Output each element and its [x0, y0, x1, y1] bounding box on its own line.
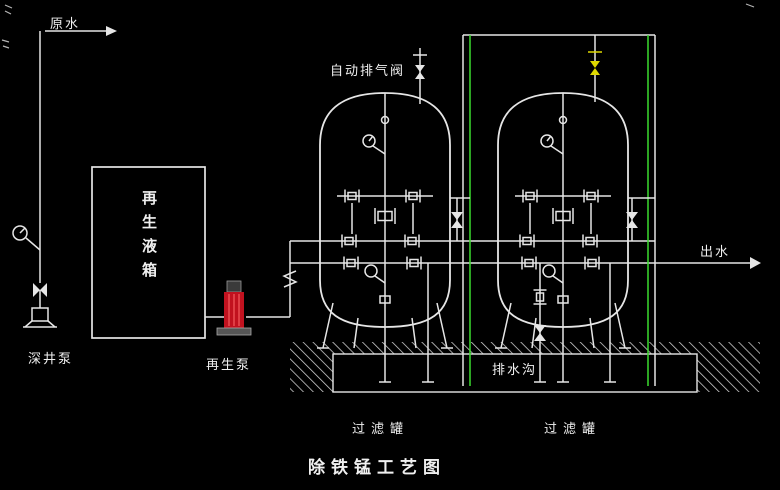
regen-pump-piping: [205, 241, 298, 318]
regen-tank-label: 再生液箱: [140, 190, 157, 286]
filter-tank-1-outline: [319, 92, 451, 328]
drain-trench: [332, 353, 698, 393]
watermark-artifact: [1, 3, 755, 49]
outlet-arrowhead: [750, 257, 761, 269]
filter-tank-1-legs: [317, 302, 453, 349]
filter-tank-2-legs: [495, 302, 631, 349]
flex-connector-symbol: [282, 270, 298, 288]
filter-tank-2-internals: [515, 93, 611, 327]
filter-tank-1-internals: [337, 93, 433, 327]
tank1-top-gauge: [362, 134, 376, 148]
outlet-label: 出水: [700, 244, 731, 259]
filter-tank-1-label: 过滤罐: [352, 421, 410, 436]
green-riser-pipes: [469, 35, 649, 386]
filter-tank-2-label: 过滤罐: [544, 421, 602, 436]
deep-well-pump-label: 深井泵: [28, 351, 74, 366]
regen-tank-outline: [91, 166, 206, 339]
drain-pipes: [379, 263, 616, 383]
inter-tank-valve-2: [626, 197, 655, 241]
regen-pump-symbol: [216, 280, 252, 336]
auto-exhaust-valve-label: 自动排气阀: [330, 63, 406, 78]
inter-tank-valve-1: [450, 197, 470, 241]
pressure-gauge-left: [12, 225, 41, 251]
overhead-pipe: [462, 34, 656, 386]
regen-pump-label: 再生泵: [206, 357, 252, 372]
tank1-bottom-gauge: [364, 264, 378, 278]
filter-tank-2-outline: [497, 92, 629, 328]
diagram-title: 除铁锰工艺图: [308, 458, 446, 477]
auto-exhaust-valve-1: [413, 48, 427, 104]
tank2-top-gauge: [540, 134, 554, 148]
raw-water-label: 原水: [50, 16, 81, 31]
drain-ditch-label: 排水沟: [492, 362, 538, 377]
raw-water-pipe: [39, 26, 117, 283]
auto-exhaust-valve-2: [588, 35, 602, 102]
tank2-bottom-gauge: [542, 264, 556, 278]
deep-well-pump-symbol: [23, 283, 57, 328]
